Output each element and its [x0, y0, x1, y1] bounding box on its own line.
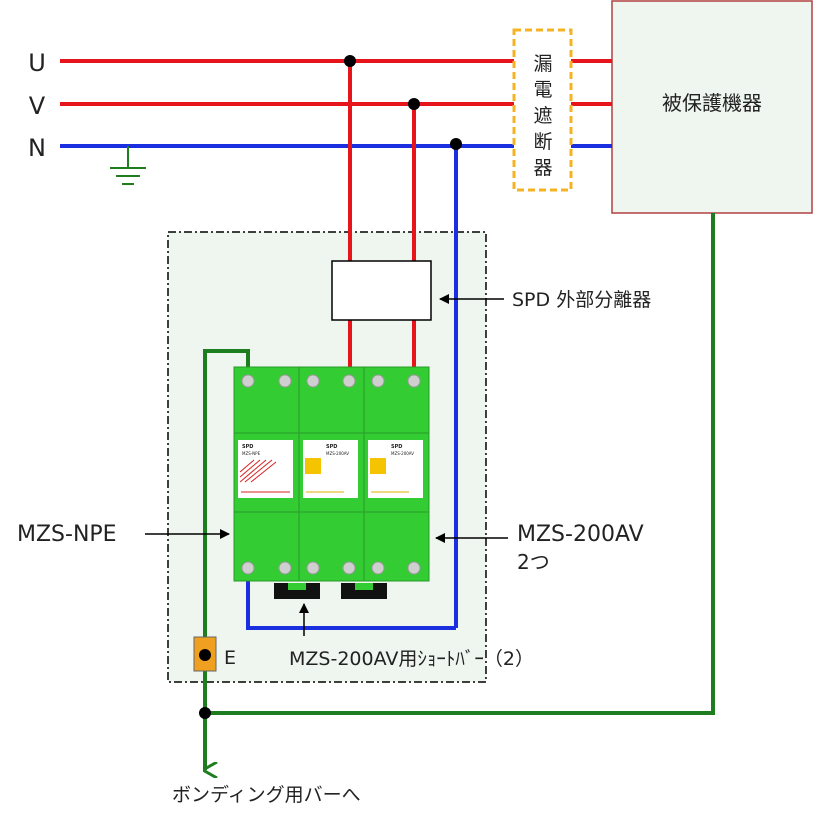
bonding-bar-label: ボンディング用バーへ — [172, 784, 361, 806]
breaker-char-3: 遮 — [533, 105, 552, 127]
av2-face-title: SPD — [391, 444, 402, 450]
mzs-200av-label: MZS-200AV — [517, 522, 644, 547]
earth-wire-main — [203, 349, 250, 770]
av1-face-model: MZS-200AV — [326, 451, 349, 456]
earth-junction-dot — [199, 707, 211, 719]
av2-face-model: MZS-200AV — [391, 451, 414, 456]
n-line-label: N — [28, 134, 46, 162]
ground-icon — [110, 146, 146, 185]
npe-face-stripes — [239, 459, 277, 483]
protected-device-label: 被保護機器 — [662, 91, 762, 115]
npe-face-title: SPD — [242, 444, 253, 450]
spd-module-200av-1: SPD MZS-200AV — [298, 366, 365, 582]
leakage-breaker-box — [512, 28, 573, 192]
earth-terminal-dot — [199, 649, 211, 661]
v-line-label: V — [29, 92, 46, 120]
v-junction-dot — [408, 98, 420, 110]
av1-face-title: SPD — [326, 444, 337, 450]
mzs-200av-count: 2つ — [517, 550, 550, 574]
breaker-char-1: 漏 — [533, 53, 552, 75]
short-bar-2 — [341, 583, 387, 599]
u-line-label: U — [28, 49, 46, 77]
spd-disconnector-box — [331, 260, 432, 321]
earth-wire-device — [205, 213, 715, 715]
n-junction-dot — [450, 138, 462, 150]
short-bar-1 — [274, 583, 320, 599]
breaker-char-5: 器 — [533, 157, 552, 179]
breaker-char-2: 電 — [533, 79, 552, 101]
short-bar-label: MZS-200AV用ｼｮｰﾄﾊﾞｰ（2） — [289, 648, 534, 670]
spd-module-200av-2: SPD MZS-200AV — [363, 366, 430, 582]
earth-terminal-label: E — [224, 647, 236, 669]
u-junction-dot — [344, 55, 356, 67]
spd-disconnector-label: SPD 外部分離器 — [512, 289, 651, 311]
protected-device-box — [611, 0, 813, 214]
breaker-char-4: 断 — [533, 131, 552, 153]
npe-face-model: MZS-NPE — [242, 451, 261, 456]
spd-module-npe: SPD MZS-NPE — [233, 366, 300, 582]
n-bottom-wire — [246, 580, 456, 630]
mzs-npe-label: MZS-NPE — [17, 522, 117, 547]
